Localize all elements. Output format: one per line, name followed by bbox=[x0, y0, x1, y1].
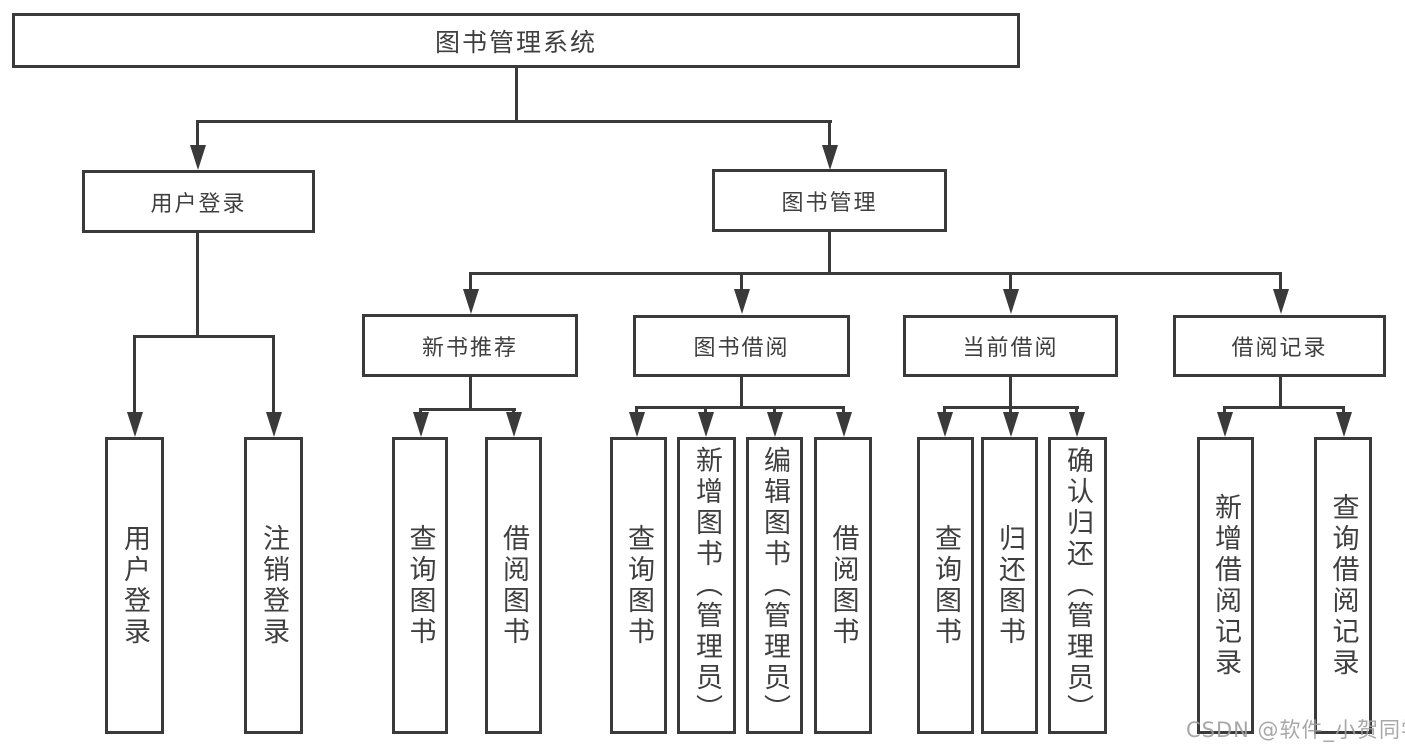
arrowhead-icon bbox=[767, 412, 783, 437]
connector-recommend-down bbox=[469, 377, 472, 411]
connector-leaf-drop bbox=[635, 406, 638, 416]
arrowhead-icon bbox=[629, 412, 645, 437]
arrowhead-icon bbox=[506, 412, 522, 437]
arrowhead-icon bbox=[836, 412, 852, 437]
connector-leaf-drop bbox=[272, 335, 275, 417]
node-label: 查询借阅记录 bbox=[1327, 492, 1359, 679]
node-label: 查询图书 bbox=[623, 523, 654, 648]
arrowhead-icon bbox=[1069, 412, 1085, 437]
connector-leaf-drop bbox=[1223, 406, 1226, 416]
node-label: 当前借阅 bbox=[962, 336, 1059, 361]
node-label: 用户登录 bbox=[119, 523, 150, 648]
arrowhead-icon bbox=[698, 412, 714, 437]
connector-leaf-drop bbox=[1075, 406, 1078, 416]
connector-module-drop bbox=[469, 272, 472, 292]
arrowhead-icon bbox=[1336, 412, 1352, 437]
connector-module-drop bbox=[1009, 272, 1012, 292]
node-label: 新增图书（管理员） bbox=[691, 446, 722, 725]
leaf-confirm-return-admin: 确认归还（管理员） bbox=[1048, 437, 1107, 734]
node-label: 图书管理系统 bbox=[434, 27, 597, 57]
leaf-query-books-recommend: 查询图书 bbox=[392, 437, 448, 734]
leaf-add-borrow-record: 新增借阅记录 bbox=[1197, 437, 1254, 734]
arrowhead-icon bbox=[127, 412, 143, 437]
connector-user-login-drop bbox=[196, 120, 199, 148]
connector-book-mgmt-down bbox=[828, 232, 831, 274]
connector-root-down bbox=[515, 68, 518, 121]
node-user-login: 用户登录 bbox=[82, 170, 315, 233]
connector-leaf-drop bbox=[704, 406, 707, 416]
arrowhead-icon bbox=[734, 289, 750, 314]
node-label: 编辑图书（管理员） bbox=[759, 446, 790, 725]
leaf-add-books-admin: 新增图书（管理员） bbox=[677, 437, 736, 734]
connector-leaf-drop bbox=[133, 335, 136, 417]
node-book-management: 图书管理 bbox=[712, 169, 947, 232]
connector-level2-horizontal bbox=[469, 272, 1282, 275]
connector-recommend-split bbox=[419, 408, 516, 411]
node-current-borrow: 当前借阅 bbox=[903, 315, 1118, 377]
connector-current-down bbox=[1009, 376, 1012, 409]
connector-leaf-drop bbox=[773, 406, 776, 416]
node-root: 图书管理系统 bbox=[12, 13, 1020, 68]
node-label: 借阅图书 bbox=[498, 523, 529, 648]
leaf-edit-books-admin: 编辑图书（管理员） bbox=[746, 437, 803, 734]
connector-user-login-down bbox=[196, 233, 199, 335]
arrowhead-icon bbox=[1003, 412, 1019, 437]
connector-leaf-drop bbox=[1009, 406, 1012, 416]
leaf-borrow-books: 借阅图书 bbox=[814, 437, 872, 734]
node-label: 借阅记录 bbox=[1231, 336, 1328, 361]
node-label: 查询图书 bbox=[930, 523, 961, 648]
connector-borrow-split bbox=[635, 406, 845, 409]
arrowhead-icon bbox=[822, 145, 838, 170]
leaf-query-borrow-record: 查询借阅记录 bbox=[1314, 437, 1372, 734]
node-label: 新增借阅记录 bbox=[1210, 492, 1241, 679]
node-label: 图书管理 bbox=[781, 190, 878, 216]
node-label: 图书借阅 bbox=[693, 336, 790, 361]
node-new-book-recommend: 新书推荐 bbox=[362, 314, 578, 377]
connector-module-drop bbox=[1279, 272, 1282, 292]
arrowhead-icon bbox=[1217, 412, 1233, 437]
leaf-borrow-books-recommend: 借阅图书 bbox=[485, 437, 542, 734]
connector-records-down bbox=[1279, 376, 1282, 409]
connector-leaf-drop bbox=[943, 406, 946, 416]
leaf-query-books-current: 查询图书 bbox=[917, 437, 974, 734]
leaf-query-books-borrow: 查询图书 bbox=[610, 437, 667, 734]
arrowhead-icon bbox=[463, 289, 479, 314]
arrowhead-icon bbox=[413, 412, 429, 437]
connector-book-mgmt-drop bbox=[828, 120, 831, 148]
leaf-user-login: 用户登录 bbox=[105, 437, 164, 734]
node-label: 确认归还（管理员） bbox=[1062, 446, 1093, 725]
leaf-logout: 注销登录 bbox=[244, 437, 303, 734]
connector-module-drop bbox=[740, 272, 743, 292]
connector-user-login-split bbox=[133, 335, 275, 338]
arrowhead-icon bbox=[190, 145, 206, 170]
connector-level1-horizontal bbox=[196, 120, 832, 123]
node-label: 注销登录 bbox=[258, 523, 289, 648]
connector-leaf-drop bbox=[1342, 406, 1345, 416]
node-label: 用户登录 bbox=[150, 191, 247, 217]
node-book-borrow: 图书借阅 bbox=[633, 315, 850, 377]
arrowhead-icon bbox=[1273, 289, 1289, 314]
node-label: 归还图书 bbox=[994, 523, 1025, 648]
connector-leaf-drop bbox=[842, 406, 845, 416]
node-label: 借阅图书 bbox=[827, 523, 859, 648]
node-label: 新书推荐 bbox=[421, 335, 518, 361]
node-label: 查询图书 bbox=[404, 523, 436, 648]
arrowhead-icon bbox=[266, 412, 282, 437]
arrowhead-icon bbox=[1003, 289, 1019, 314]
connector-borrow-down bbox=[740, 376, 743, 409]
node-borrow-records: 借阅记录 bbox=[1173, 315, 1386, 377]
leaf-return-books: 归还图书 bbox=[981, 437, 1038, 734]
watermark: CSDN @软件_小贺同学 bbox=[1186, 718, 1405, 742]
connector-records-split bbox=[1223, 406, 1345, 409]
arrowhead-icon bbox=[937, 412, 953, 437]
